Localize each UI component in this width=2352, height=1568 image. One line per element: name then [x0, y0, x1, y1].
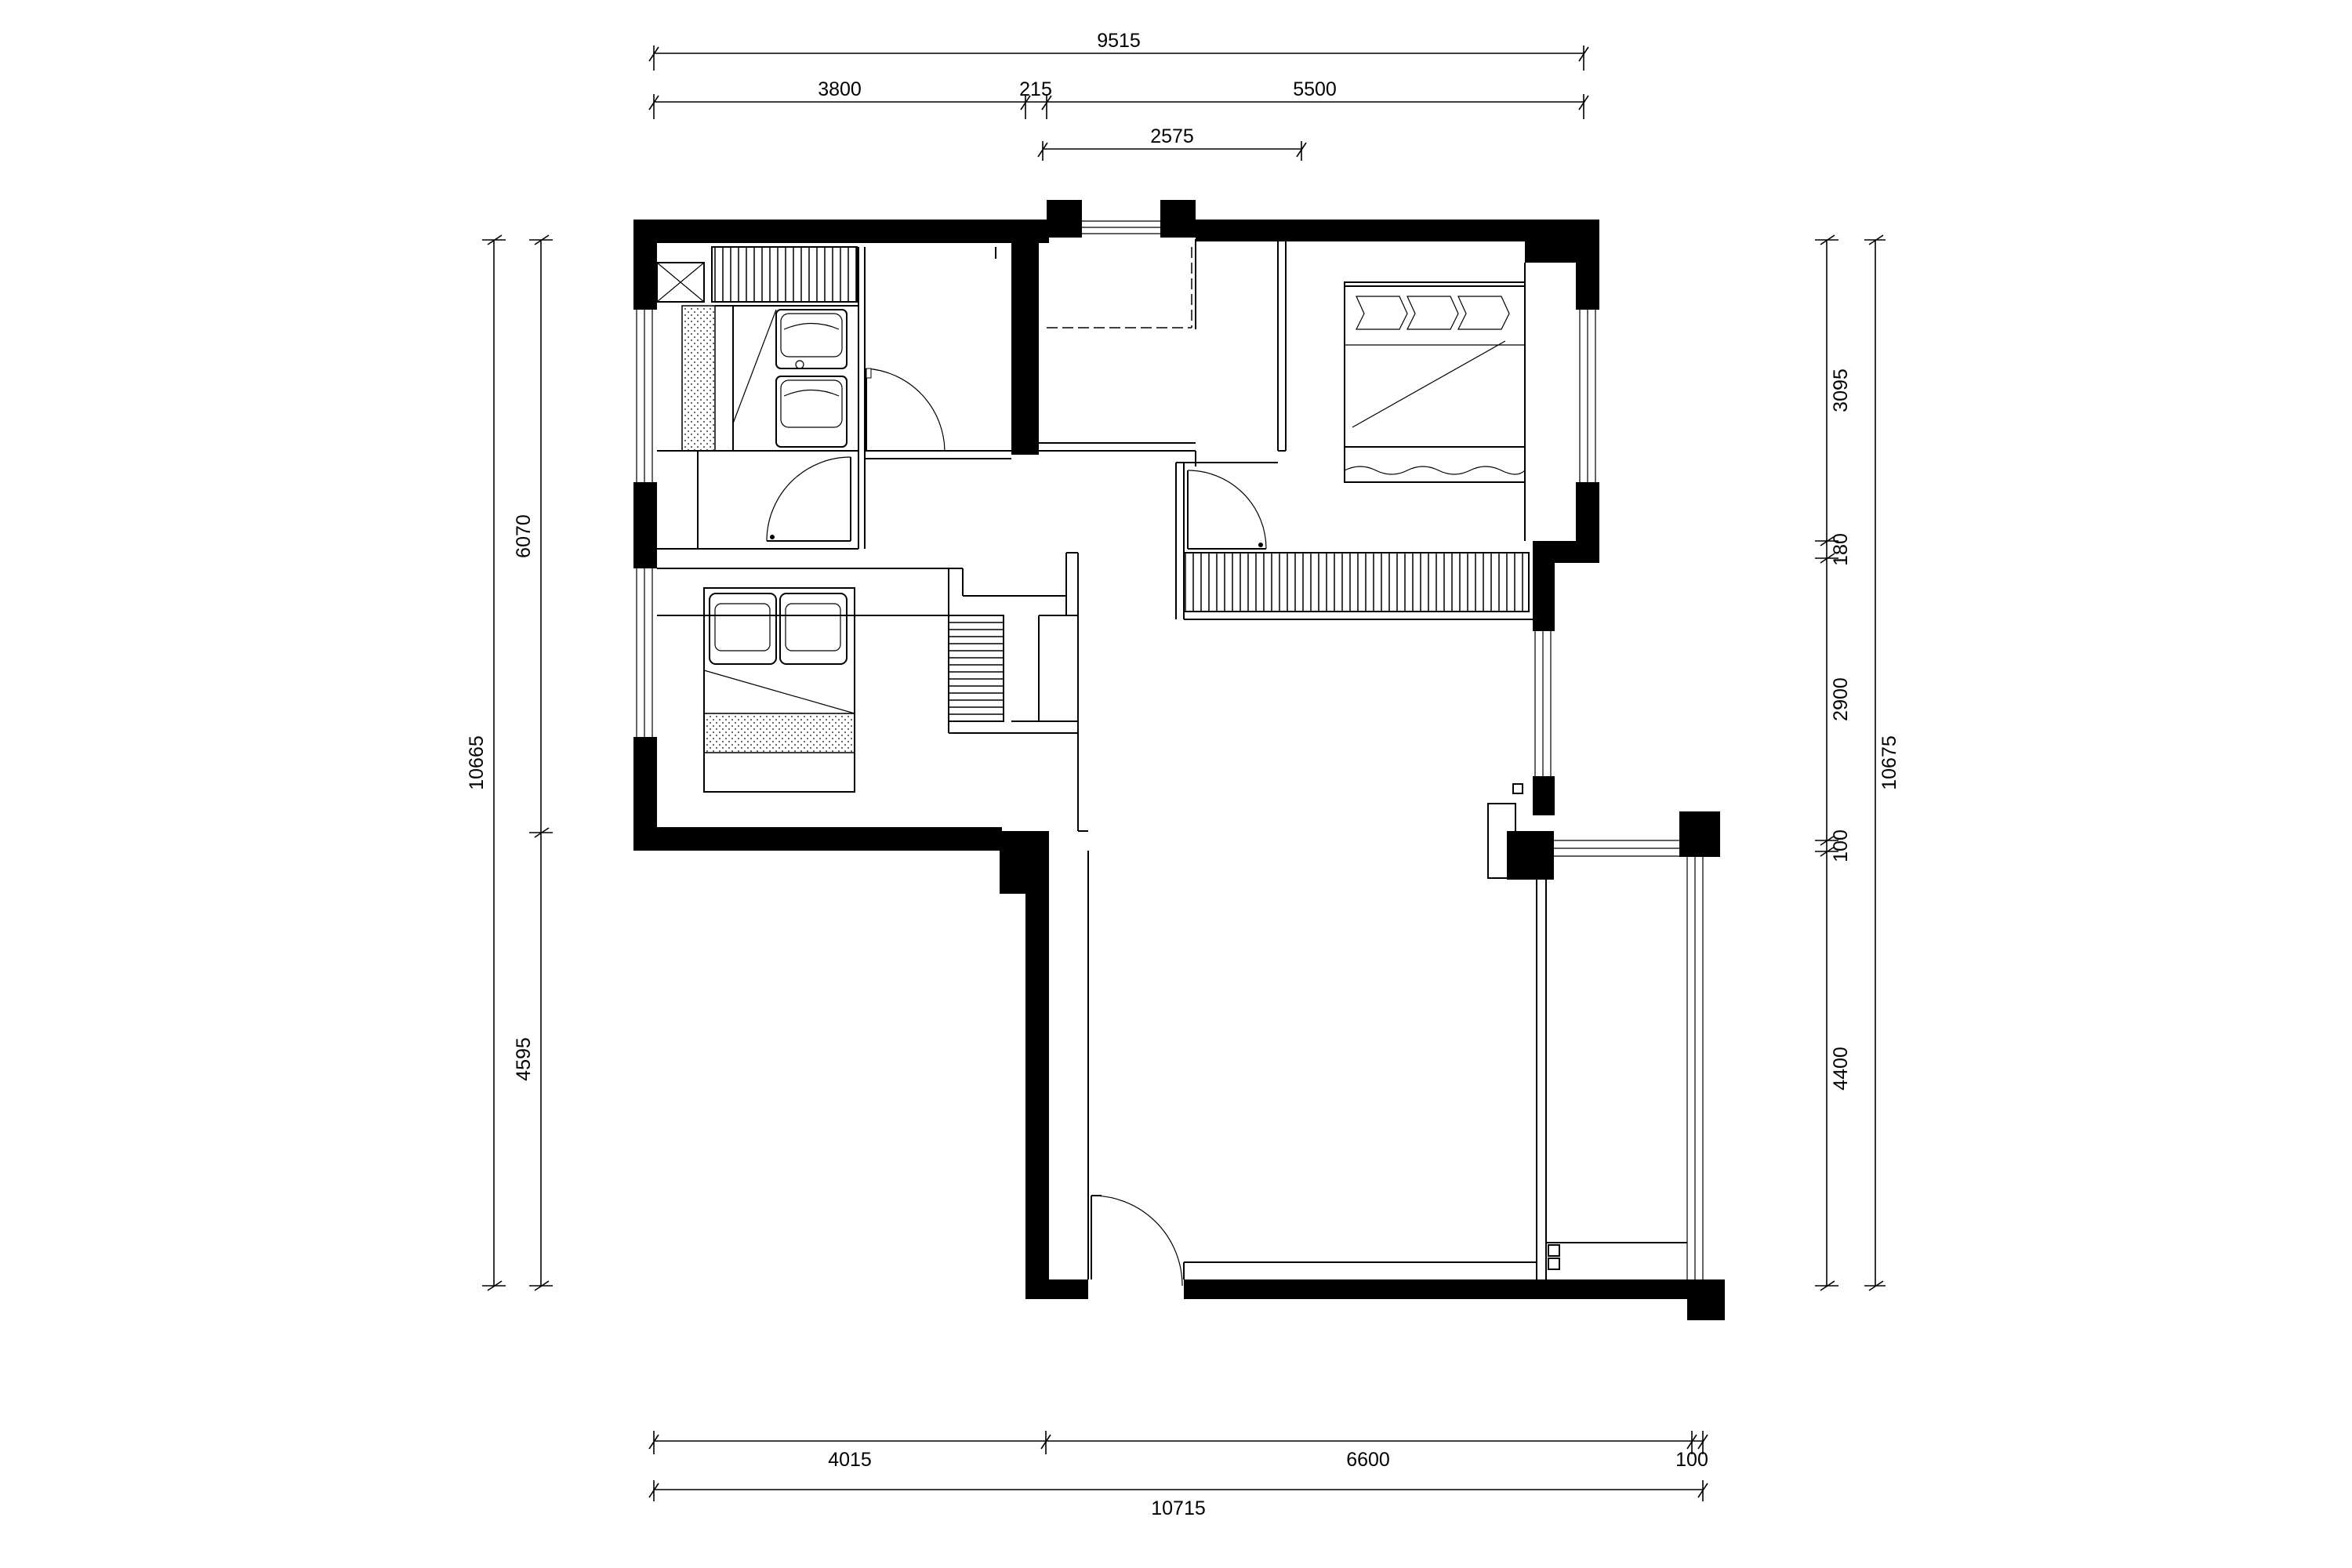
- dim-bottom-100: 100: [1675, 1449, 1708, 1471]
- dim-right-3095: 3095: [1830, 368, 1852, 412]
- doors: [766, 368, 1267, 1287]
- dim-right-180: 180: [1830, 533, 1852, 566]
- dim-bottom-4015: 4015: [828, 1449, 872, 1471]
- windows: [636, 220, 1704, 1279]
- dim-top-2575: 2575: [1150, 125, 1194, 147]
- closet-middle: [948, 615, 1004, 722]
- partition-dashed: [1047, 247, 1192, 328]
- dim-left-4595: 4595: [513, 1037, 535, 1081]
- bed-left: [703, 587, 855, 793]
- dim-right-2900: 2900: [1830, 677, 1852, 721]
- dim-left-overall: 10665: [466, 735, 488, 790]
- dim-right-overall: 10675: [1878, 735, 1900, 790]
- closet-right: [1183, 552, 1530, 612]
- dim-top-5500: 5500: [1293, 78, 1337, 100]
- dim-bottom-overall: 10715: [1151, 1497, 1206, 1519]
- dimension-labels: 9515 3800 215 5500 2575 4015 6600 100 10…: [466, 30, 1900, 1519]
- dim-bottom-6600: 6600: [1346, 1449, 1390, 1471]
- bed-right: [1344, 281, 1526, 483]
- fixtures: [1487, 783, 1560, 1270]
- dim-top-3800: 3800: [818, 78, 862, 100]
- dim-left-6070: 6070: [513, 514, 535, 558]
- interior-partitions: [657, 239, 1537, 1279]
- dim-top-overall: 9515: [1097, 30, 1141, 52]
- closet-left: [656, 246, 858, 452]
- dim-right-4400: 4400: [1830, 1047, 1852, 1091]
- dim-top-215: 215: [1019, 78, 1052, 100]
- dim-right-100: 100: [1830, 829, 1852, 862]
- armchairs-top-left: [775, 309, 848, 448]
- dimension-lines: [482, 45, 1886, 1501]
